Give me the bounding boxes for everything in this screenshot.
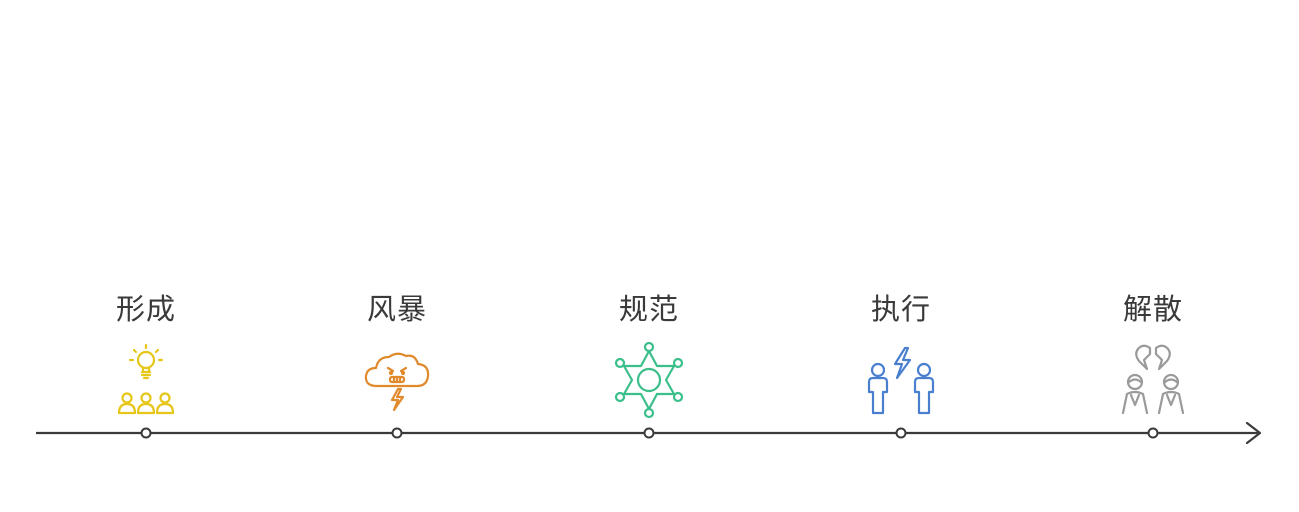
axis-dot-4: [895, 427, 907, 439]
broken-heart-people-icon: [1113, 340, 1193, 420]
people-lightning-icon: [861, 340, 941, 420]
axis-dot-5: [1147, 427, 1159, 439]
axis-dot-3: [643, 427, 655, 439]
stage-label-adjourning: 解散: [1122, 292, 1183, 326]
axis-dot-2: [391, 427, 403, 439]
stage-label-storming: 风暴: [366, 292, 427, 326]
axis-dot-1: [140, 427, 152, 439]
network-star-icon: [609, 340, 689, 420]
lightbulb-team-icon: [106, 340, 186, 420]
axis-arrowhead: [1245, 421, 1262, 445]
stage-label-norming: 规范: [618, 292, 679, 326]
angry-storm-cloud-icon: [357, 340, 437, 420]
stage-label-forming: 形成: [115, 292, 176, 326]
stage-label-performing: 执行: [870, 292, 931, 326]
